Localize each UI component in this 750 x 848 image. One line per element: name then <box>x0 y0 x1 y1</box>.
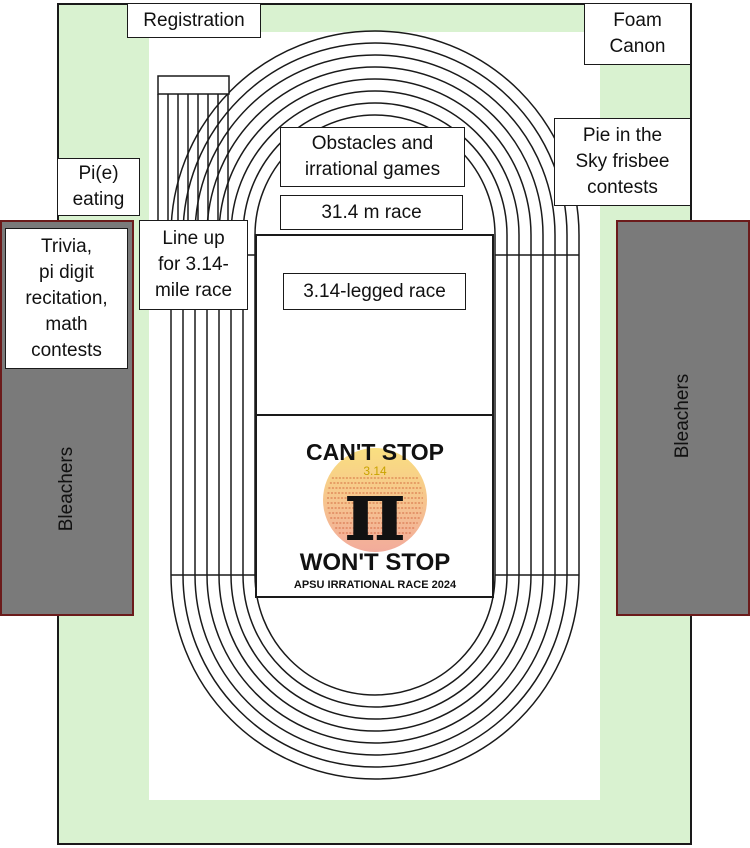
track-lane-line <box>170 30 580 780</box>
registration-label: Registration <box>127 3 261 38</box>
logo-digit-pattern <box>327 477 423 534</box>
pi-symbol: π <box>344 461 405 560</box>
start-line-lanes <box>157 75 230 240</box>
start-block <box>157 75 230 95</box>
line-up-label: Line up for 3.14- mile race <box>139 220 248 310</box>
logo-bottom-text: WON'T STOP <box>300 549 451 576</box>
logo-top-text: CAN'T STOP <box>306 439 444 465</box>
infield-upper-box <box>255 234 494 416</box>
track-lane-line <box>230 90 520 720</box>
logo-sun <box>323 448 427 552</box>
track-lanes <box>170 30 580 780</box>
track-lane-line <box>194 54 556 756</box>
trivia-label: Trivia, pi digit recitation, math contes… <box>5 228 128 369</box>
obstacles-label: Obstacles and irrational games <box>280 127 465 187</box>
legged-race-label: 3.14-legged race <box>283 273 466 310</box>
logo-event-name: APSU IRRATIONAL RACE 2024 <box>294 579 457 591</box>
foam-canon-label: Foam Canon <box>584 3 691 65</box>
logo-number: 3.14 <box>363 464 387 478</box>
race-31-4m-label: 31.4 m race <box>280 195 463 230</box>
pie-eating-label: Pi(e) eating <box>57 158 140 216</box>
pie-sky-frisbee-label: Pie in the Sky frisbee contests <box>554 118 691 206</box>
track-lane-line <box>218 78 532 732</box>
track-lane-line <box>242 102 508 708</box>
track-lane-line <box>182 42 568 768</box>
bleachers-left-label: Bleachers <box>56 446 77 532</box>
bleachers-right-label: Bleachers <box>672 373 693 459</box>
track-lane-line <box>206 66 544 744</box>
bleachers-right <box>616 220 750 616</box>
race-logo: CAN'T STOP 3.14 π WON'T STOP APSU IRRATI… <box>294 439 457 591</box>
